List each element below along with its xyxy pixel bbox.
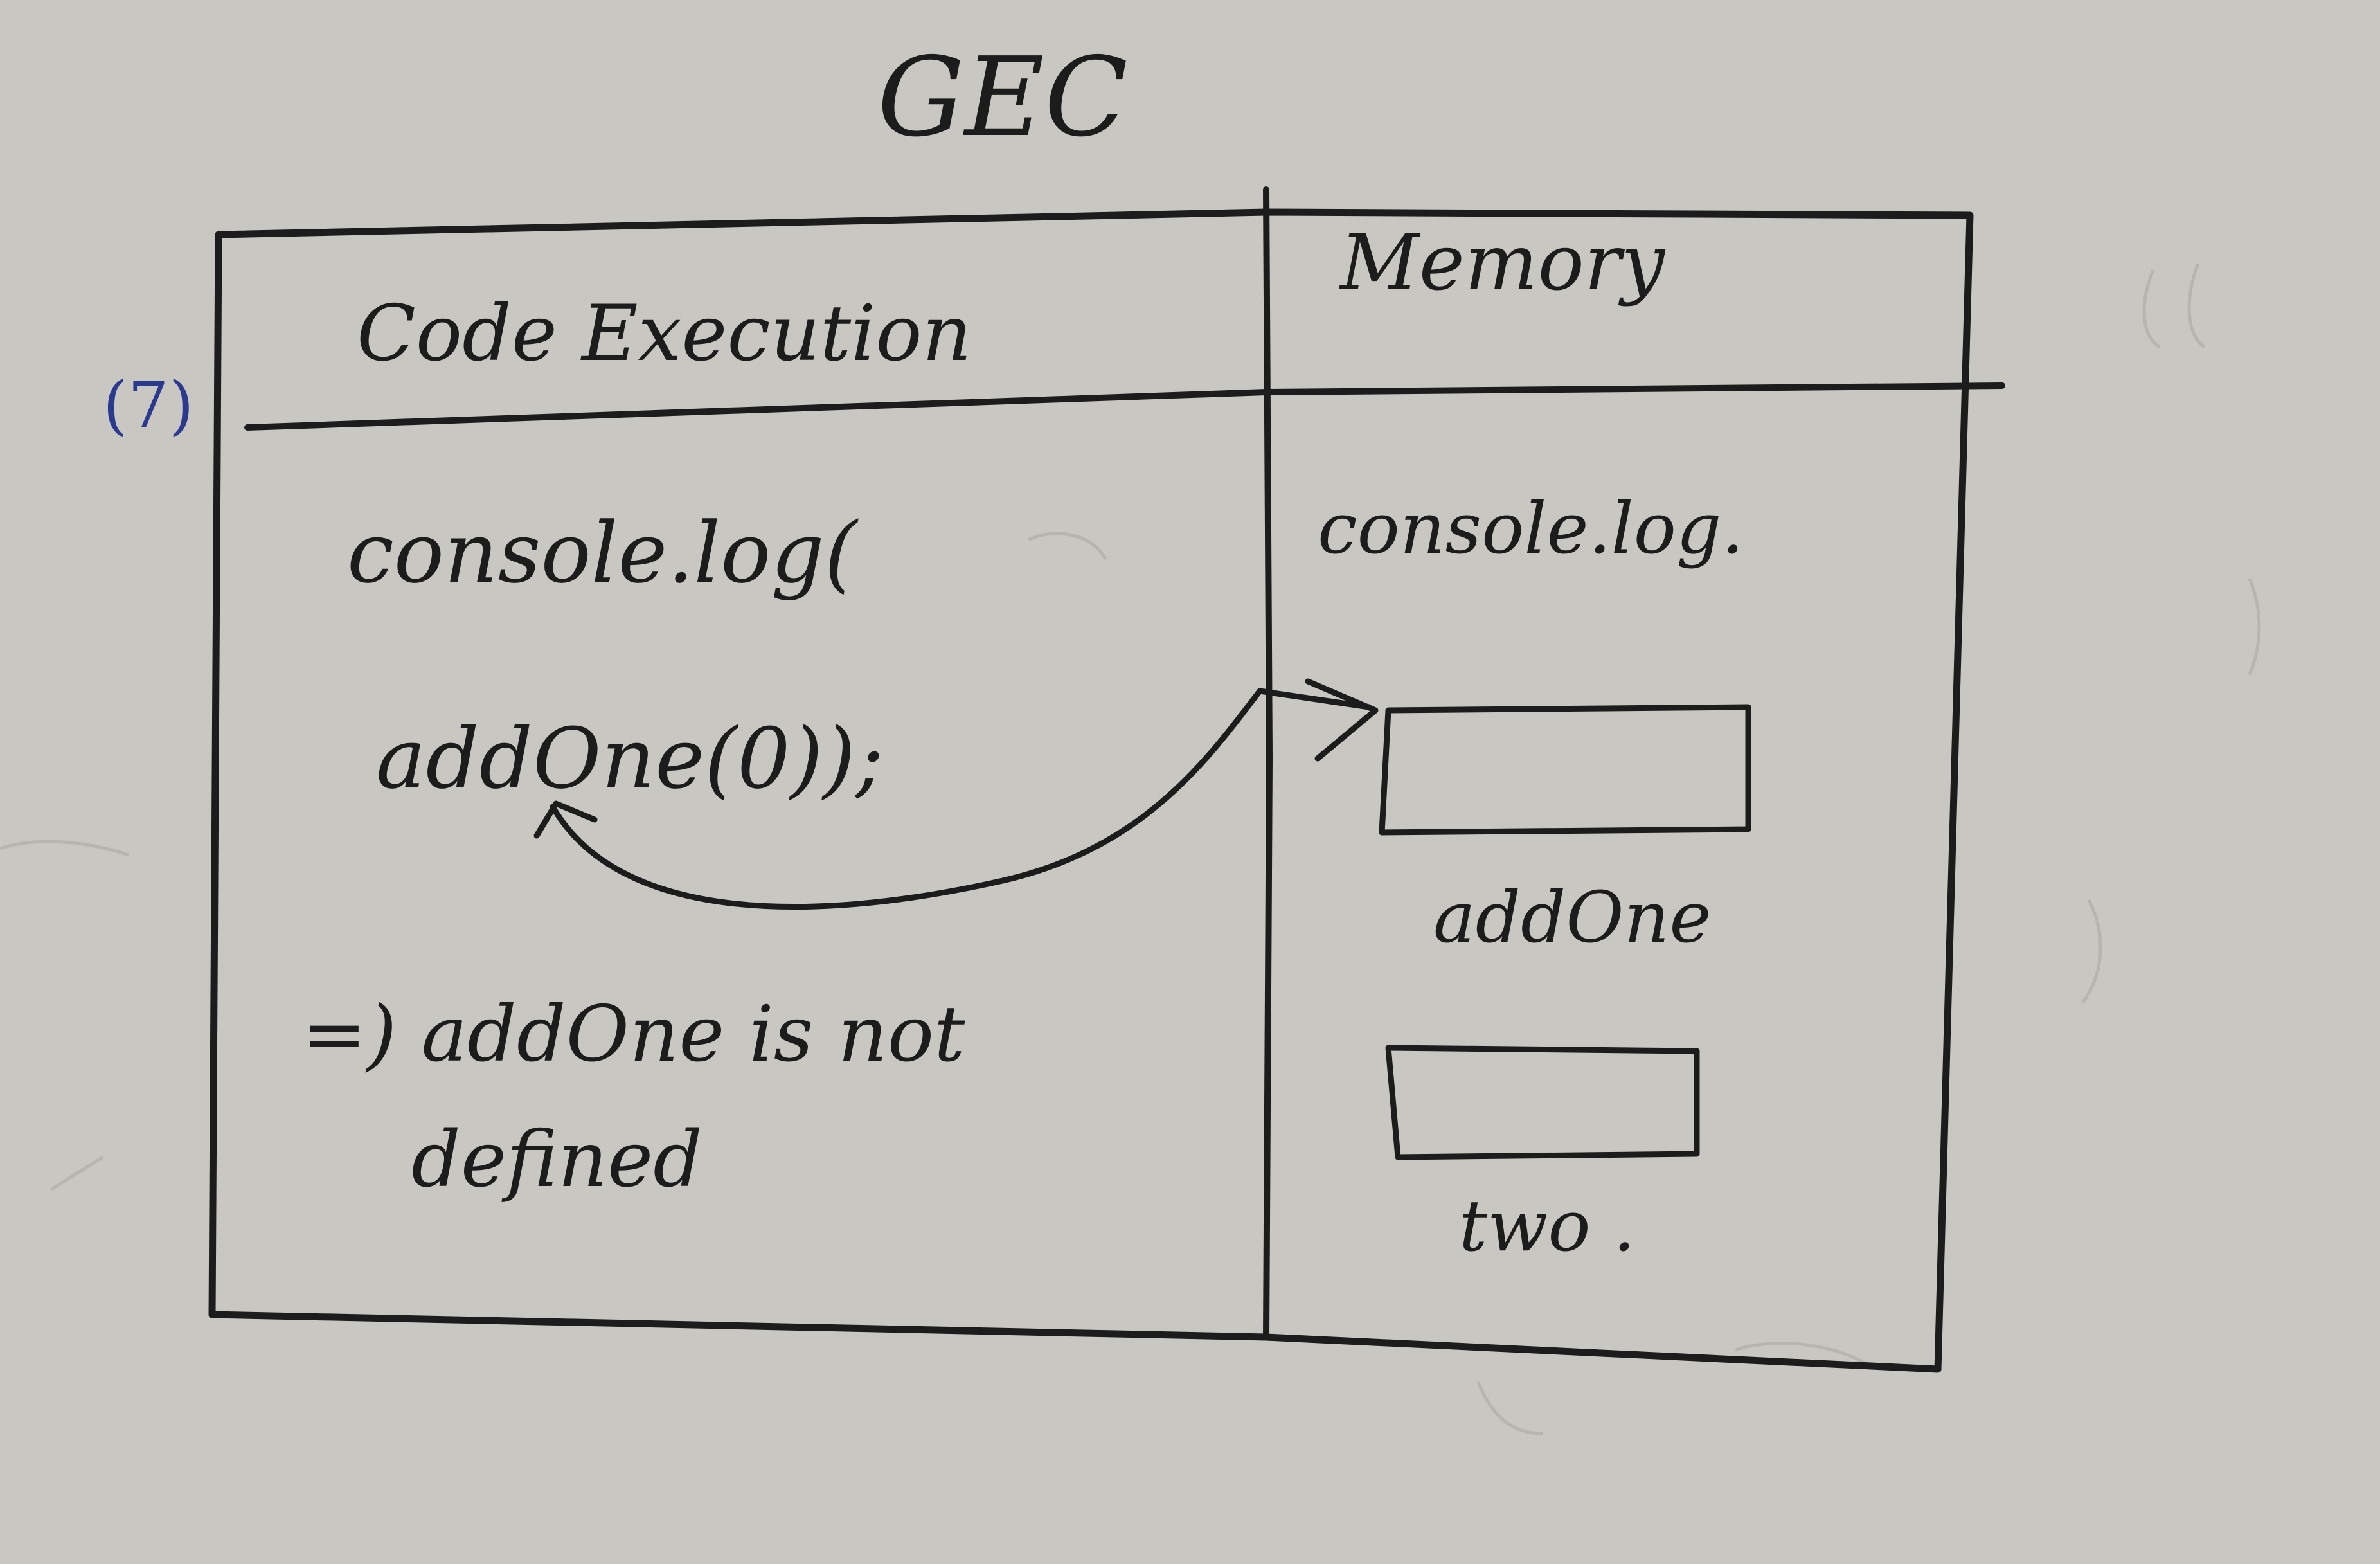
- code-line-2: addOne(0));: [376, 710, 884, 807]
- diagram-title: GEC: [877, 34, 1128, 161]
- memory-label-addone: addOne: [1433, 876, 1712, 958]
- arrow-head-left: [533, 800, 598, 839]
- header-separator: [244, 382, 2005, 431]
- memory-entry-console-log: console.log.: [1318, 487, 1744, 570]
- result-line-2: defined: [411, 1115, 702, 1205]
- code-execution-section: Code Execution console.log( addOne(0)); …: [302, 289, 972, 1205]
- code-execution-header: Code Execution: [357, 289, 972, 379]
- memory-header: Memory: [1339, 219, 1666, 308]
- code-line-1: console.log(: [347, 504, 859, 602]
- page-number: (7): [103, 368, 194, 443]
- result-line-1: =) addOne is not: [302, 990, 965, 1079]
- bleed-through-marks: [0, 263, 2261, 1435]
- reference-arrow: [550, 688, 1372, 910]
- memory-label-two: two .: [1459, 1185, 1636, 1267]
- column-divider: [1263, 186, 1273, 1340]
- memory-box-addone: [1379, 704, 1751, 836]
- memory-box-two: [1385, 1045, 1700, 1160]
- memory-section: Memory console.log. addOne two .: [1318, 219, 1751, 1267]
- arrow-head-right: [1305, 678, 1379, 762]
